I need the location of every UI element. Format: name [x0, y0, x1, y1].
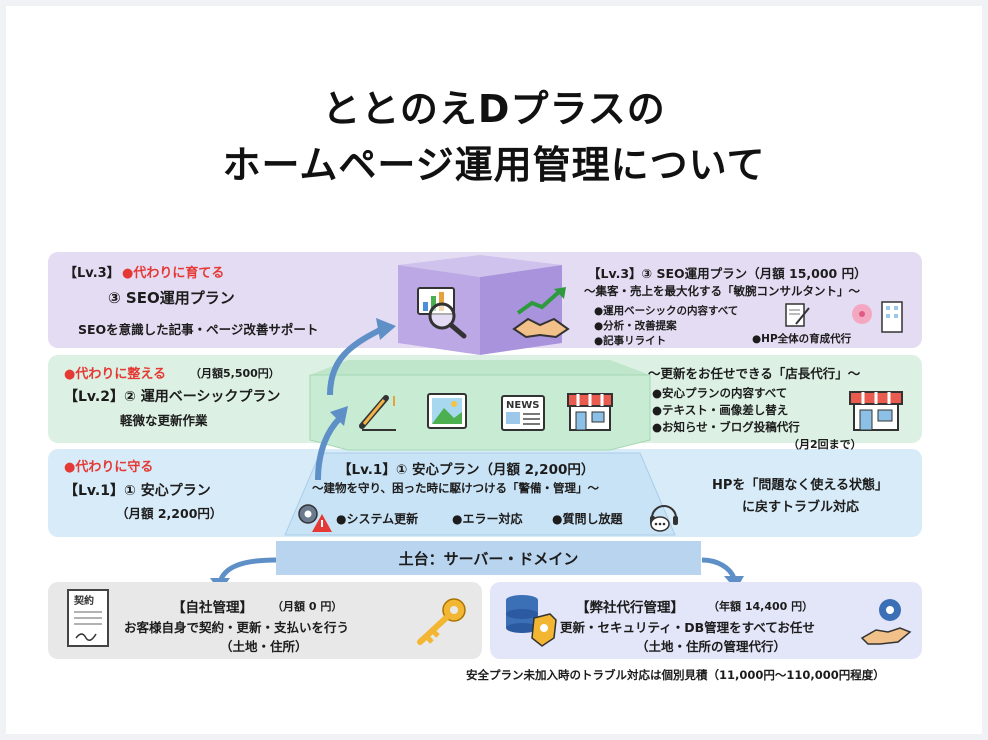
lv2-item-3: ●お知らせ・ブログ投稿代行: [652, 420, 800, 434]
lv1-left-name: 【Lv.1】① 安心プラン: [64, 483, 211, 499]
agency-line2: （土地・住所の管理代行）: [636, 639, 787, 654]
lv2-left-name: 【Lv.2】② 運用ベーシックプラン: [64, 389, 281, 405]
foundation-fork-arrows: [210, 557, 744, 592]
lv3-left-tag: 【Lv.3】: [64, 266, 120, 281]
agency-price: （年額 14,400 円）: [708, 600, 814, 613]
lv3-right-sub: 〜集客・売上を最大化する「敏腕コンサルタント」〜: [584, 284, 860, 298]
lv2-left-price: （月額5,500円）: [190, 367, 280, 380]
agency-head: 【弊社代行管理】: [576, 600, 684, 616]
lv3-left-name: ③ SEO運用プラン: [108, 289, 235, 307]
contract-document-label: 契約: [74, 594, 94, 607]
self-line2: （土地・住所）: [220, 639, 308, 654]
lv1-left-role: ●代わりに守る: [64, 460, 154, 475]
key-icon: [417, 598, 466, 645]
analytics-magnifier-icon: [417, 287, 467, 339]
news-icon-label: NEWS: [506, 400, 539, 411]
handshake-growth-icon: [512, 287, 570, 339]
lv1-left-price: （月額 2,200円）: [116, 506, 223, 521]
upgrade-arrows: [315, 318, 396, 481]
blossom-building-icon: [852, 301, 903, 333]
page-title-line1: ととのえDプラスの: [322, 87, 666, 131]
footnote: 安全プラン未加入時のトラブル対応は個別見積（11,000円〜110,000円程度…: [466, 668, 885, 682]
lv3-item-2: ●分析・改善提案: [594, 320, 677, 332]
lv1-right-line2: に戻すトラブル対応: [742, 500, 860, 515]
lv2-right-sub: 〜更新をお任せできる「店長代行」〜: [648, 366, 861, 381]
hand-gear-icon: [860, 599, 912, 645]
lv2-item-1: ●安心プランの内容すべて: [652, 386, 788, 400]
lv3-left-desc: SEOを意識した記事・ページ改善サポート: [78, 322, 319, 337]
lv3-left-role: ●代わりに育てる: [122, 266, 225, 281]
lv3-extra-item: ●HP全体の育成代行: [752, 333, 852, 345]
lv3-item-1: ●運用ベーシックの内容すべて: [594, 305, 739, 317]
lv3-item-3: ●記事リライト: [594, 335, 667, 347]
pencil-edit-icon: [359, 395, 396, 431]
image-gallery-icon: [427, 393, 467, 429]
self-management-card: [48, 582, 482, 659]
lv2-item-2: ●テキスト・画像差し替え: [652, 403, 789, 417]
lv1-feature-2: ●エラー対応: [452, 512, 523, 526]
support-chat-icon: [650, 505, 678, 532]
shop-icon: [849, 391, 903, 431]
agency-line1: 更新・セキュリティ・DB管理をすべてお任せ: [560, 620, 815, 635]
self-price: （月額 0 円）: [272, 600, 343, 613]
lv1-center-sub: 〜建物を守り、困った時に駆けつける「警備・管理」〜: [312, 481, 600, 495]
lv1-feature-3: ●質問し放題: [552, 512, 623, 526]
document-pen-icon: [785, 303, 810, 327]
news-paper-icon: NEWS: [501, 395, 545, 431]
lv2-note: （月2回まで）: [788, 438, 862, 451]
contract-document-icon: 契約: [67, 589, 109, 647]
agency-management-card: [490, 582, 922, 659]
self-line1: お客様自身で契約・更新・支払いを行う: [124, 620, 350, 635]
lv1-center-head: 【Lv.1】① 安心プラン（月額 2,200円）: [338, 462, 595, 478]
lv2-left-role: ●代わりに整える: [64, 367, 166, 382]
page-title-line2: ホームページ運用管理について: [222, 143, 766, 187]
foundation-bar: 土台：サーバー・ドメイン: [276, 541, 701, 575]
database-shield-icon: [506, 595, 557, 647]
lv1-feature-1: ●システム更新: [336, 512, 419, 526]
lv1-right-line1: HPを「問題なく使える状態」: [712, 478, 889, 493]
storefront-icon: [567, 393, 613, 431]
self-head: 【自社管理】: [172, 600, 253, 616]
gear-warning-icon: [298, 504, 332, 532]
lv2-left-desc: 軽微な更新作業: [120, 413, 208, 428]
foundation-label: 土台：サーバー・ドメイン: [398, 549, 579, 568]
lv3-right-head: 【Lv.3】③ SEO運用プラン（月額 15,000 円）: [588, 266, 867, 281]
